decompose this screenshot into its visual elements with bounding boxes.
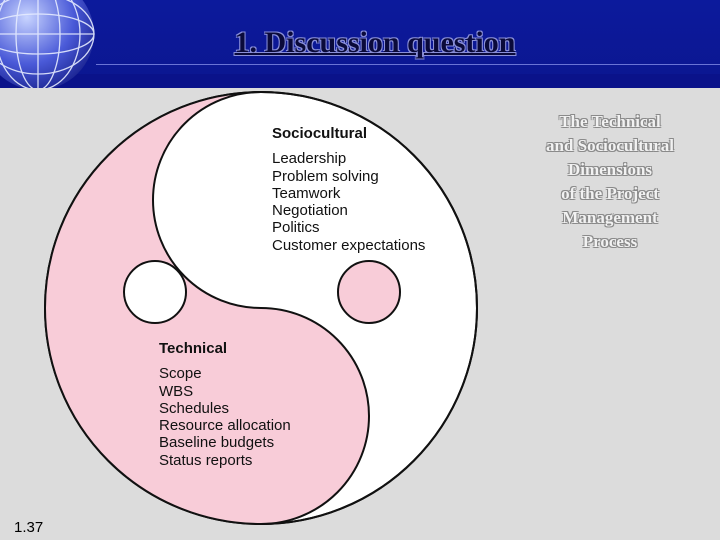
caption-line: The Technical xyxy=(559,112,661,131)
s-curve xyxy=(152,91,370,525)
technical-item: Baseline budgets xyxy=(159,434,275,452)
caption-line: of the Project xyxy=(561,184,659,203)
title-underline-rule xyxy=(96,64,720,65)
header-bar xyxy=(0,0,720,88)
caption-line: Management xyxy=(562,208,658,227)
sociocultural-item: Politics xyxy=(272,219,320,237)
technical-heading: Technical xyxy=(159,340,228,357)
diagram-caption: The Technical and Sociocultural Dimensio… xyxy=(520,110,700,254)
technical-item: Scope xyxy=(159,365,202,383)
sociocultural-list: Sociocultural Leadership Problem solving… xyxy=(272,125,425,254)
sociocultural-heading: Sociocultural xyxy=(272,125,368,142)
slide-title: 1. Discussion question xyxy=(234,26,516,59)
technical-item: WBS xyxy=(159,382,194,400)
technical-list: Technical Scope WBS Schedules Resource a… xyxy=(159,340,291,469)
caption-line: and Sociocultural xyxy=(546,136,674,155)
slide-number: 1.37 xyxy=(14,519,44,536)
technical-dot xyxy=(123,260,187,324)
caption-line: Dimensions xyxy=(567,160,653,179)
technical-region xyxy=(45,92,369,524)
globe-icon xyxy=(0,0,96,88)
sociocultural-dot xyxy=(337,260,401,324)
sociocultural-item: Negotiation xyxy=(272,202,348,220)
sociocultural-item: Customer expectations xyxy=(272,236,426,254)
technical-item: Schedules xyxy=(159,399,230,417)
technical-item: Resource allocation xyxy=(159,417,291,435)
technical-item: Status reports xyxy=(159,451,253,469)
sociocultural-item: Leadership xyxy=(272,150,347,168)
header-band xyxy=(0,74,720,88)
sociocultural-item: Teamwork xyxy=(272,184,341,202)
caption-line: Process xyxy=(582,232,638,251)
sociocultural-item: Problem solving xyxy=(272,167,379,185)
